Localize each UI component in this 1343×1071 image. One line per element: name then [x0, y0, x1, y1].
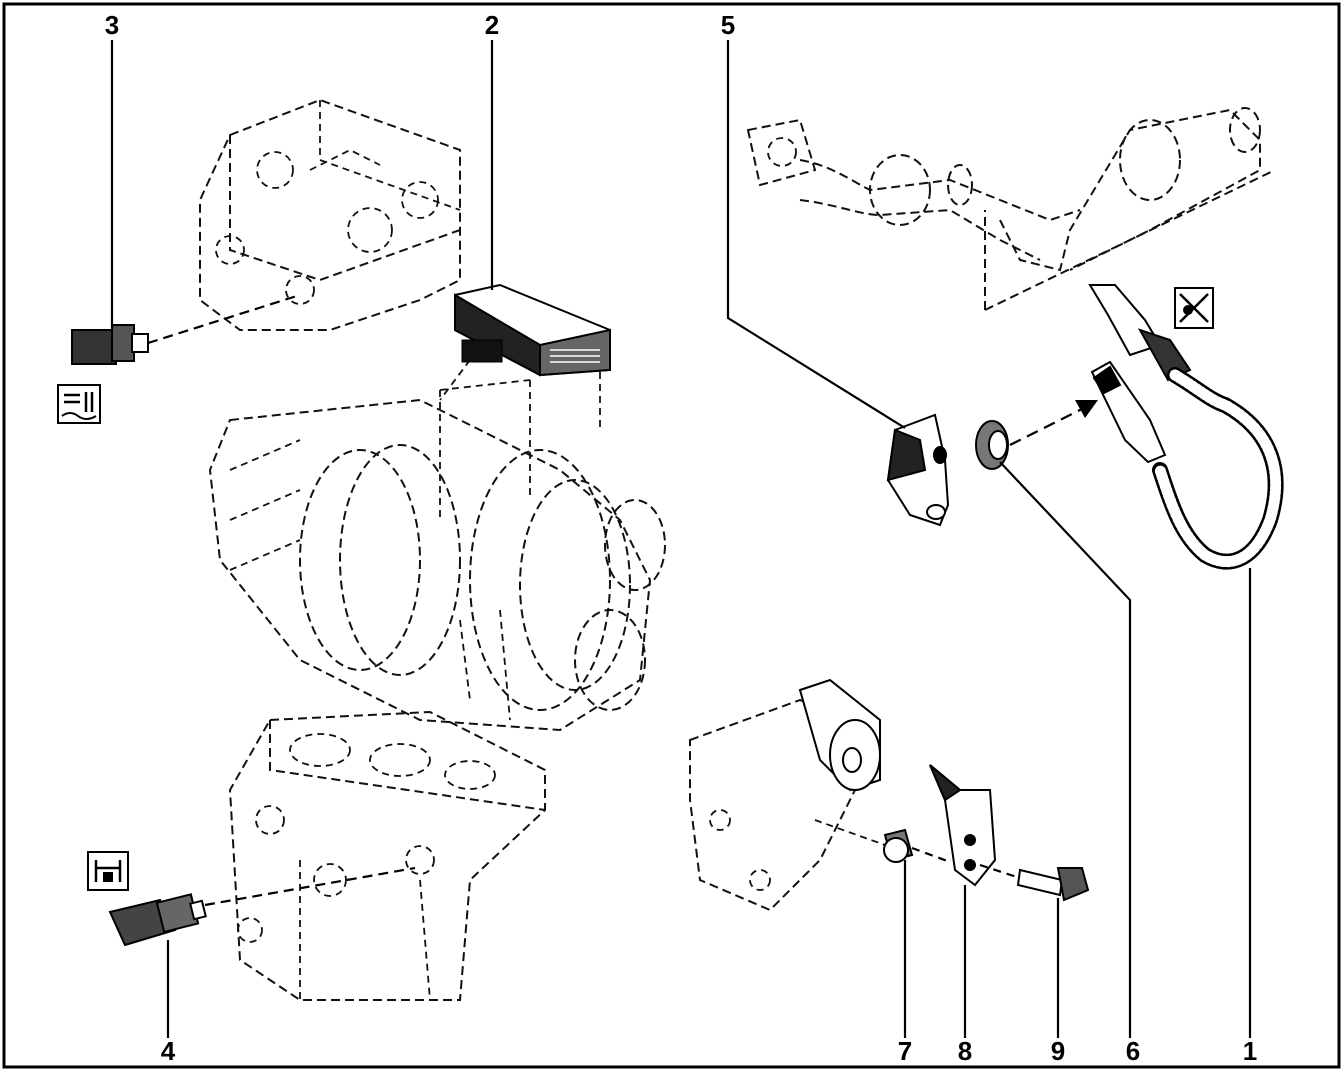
oxygen-sensor-with-cable — [1088, 284, 1284, 570]
callout-8: 8 — [958, 1036, 972, 1066]
callout-6: 6 — [1126, 1036, 1140, 1066]
engine-block-ghost — [228, 710, 546, 1001]
no-lubricant-symbol-icon — [1174, 287, 1214, 329]
control-module — [439, 283, 611, 430]
grommet — [975, 400, 1098, 470]
callout-3: 3 — [105, 10, 119, 40]
injection-pump-ghost — [208, 379, 666, 732]
support-bracket — [929, 764, 1021, 887]
callout-5: 5 — [721, 10, 735, 40]
coolant-temperature-symbol-icon — [57, 384, 101, 424]
exhaust-pipe-ghost — [746, 107, 1276, 311]
callout-2: 2 — [485, 10, 499, 40]
callout-9: 9 — [1051, 1036, 1065, 1066]
flange-nut — [883, 828, 951, 864]
knock-sensor-symbol-icon — [87, 851, 129, 891]
leader-lines — [110, 40, 1252, 1038]
knock-sensor — [108, 866, 416, 947]
mounting-bracket — [886, 413, 950, 527]
callout-1: 1 — [1243, 1036, 1257, 1066]
callout-4: 4 — [161, 1036, 176, 1066]
callout-7: 7 — [898, 1036, 912, 1066]
engine-mount-ghost — [689, 678, 886, 912]
mounting-bolt — [1016, 867, 1090, 902]
cylinder-head-ghost — [199, 98, 461, 331]
coolant-temperature-sensor — [71, 293, 301, 365]
